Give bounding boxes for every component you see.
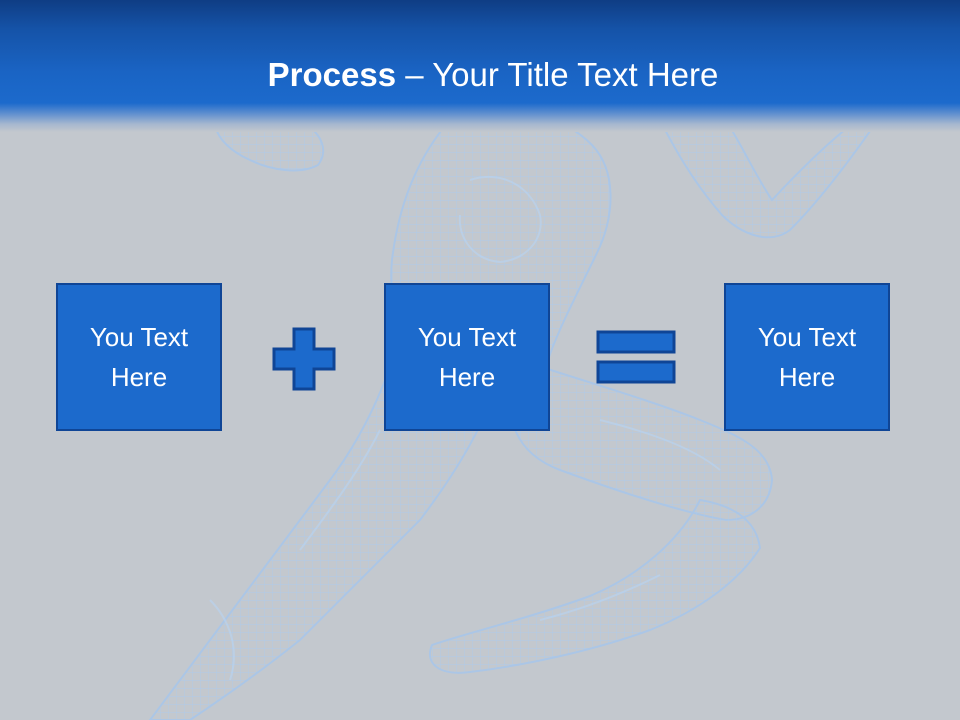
process-box-3-label: You Text Here: [757, 322, 857, 392]
plus-icon: [272, 327, 336, 391]
title-rest: – Your Title Text Here: [396, 56, 719, 93]
slide-title: Process – Your Title Text Here: [0, 52, 960, 98]
process-box-1[interactable]: You Text Here: [56, 283, 222, 431]
title-bar: [0, 0, 960, 132]
equals-icon: [596, 330, 676, 384]
process-box-2-label: You Text Here: [417, 322, 517, 392]
title-bold: Process: [267, 56, 397, 93]
process-box-2[interactable]: You Text Here: [384, 283, 550, 431]
process-box-3[interactable]: You Text Here: [724, 283, 890, 431]
process-box-1-label: You Text Here: [89, 322, 189, 392]
